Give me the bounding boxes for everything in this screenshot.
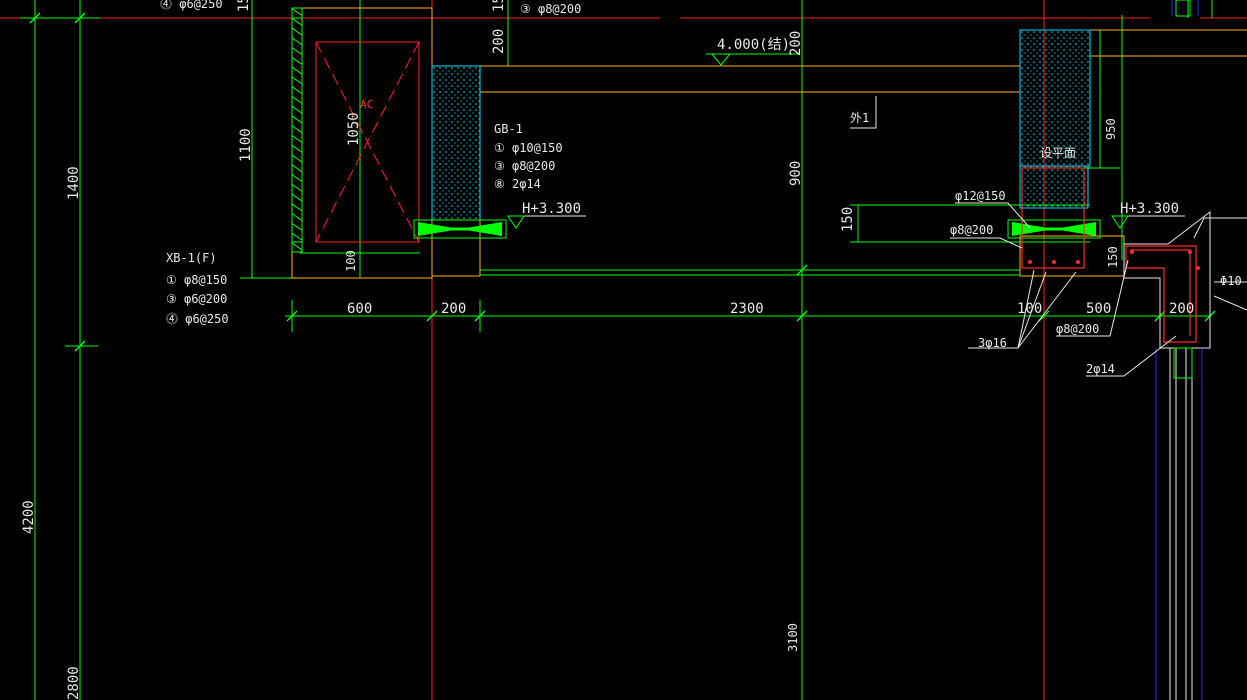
elevation-right: H+3.300 bbox=[1120, 201, 1179, 217]
top-mid-rebar: ③ φ8@200 bbox=[520, 2, 581, 16]
dim-15-a: 15 bbox=[236, 0, 252, 12]
window-mullion-right bbox=[1173, 0, 1193, 379]
xb-rebar-3a: ⓸ φ6@250 bbox=[166, 312, 229, 326]
dim-200-mid: 200 bbox=[788, 31, 804, 56]
dim-2800: 2800 bbox=[66, 666, 82, 700]
window-label: AC bbox=[360, 98, 373, 111]
top-left-rebar: ⓸ φ6@250 bbox=[160, 0, 223, 11]
dim-4200: 4200 bbox=[21, 500, 37, 534]
elevation-left: H+3.300 bbox=[522, 201, 581, 217]
window-frame bbox=[315, 41, 420, 243]
dim-600: 600 bbox=[347, 301, 372, 317]
dim-900: 900 bbox=[788, 161, 804, 186]
xb-rebar-1: ① φ8@150 bbox=[166, 273, 227, 287]
elevation-markers bbox=[507, 53, 1129, 229]
rebar-8-200-bottom: φ8@200 bbox=[1056, 322, 1099, 336]
insulation-blocks bbox=[431, 29, 1091, 221]
gb-rebar-1: ① φ10@150 bbox=[494, 141, 563, 155]
dim-150-v: 150 bbox=[840, 207, 856, 232]
bars-3-phi16: 3φ16 bbox=[978, 336, 1007, 350]
dim-200-bot: 200 bbox=[441, 301, 466, 317]
gb-title: GB-1 bbox=[494, 122, 523, 136]
dim-100-r: 100 bbox=[1017, 301, 1042, 317]
dim-100: 100 bbox=[344, 250, 358, 272]
rebar-dots bbox=[1028, 250, 1200, 270]
dim-3100: 3100 bbox=[786, 623, 800, 652]
rebar-8-200-left: φ8@200 bbox=[950, 223, 993, 237]
edge-phi10: Φ10 bbox=[1220, 274, 1242, 288]
xb-title: XB-1(F) bbox=[166, 251, 217, 265]
gb-rebar-8: ⑧ 2φ14 bbox=[494, 177, 541, 191]
rebar-12-150: φ12@150 bbox=[955, 189, 1006, 203]
gb-rebar-3: ③ φ8@200 bbox=[494, 159, 555, 173]
hatched-wall bbox=[291, 7, 303, 253]
leader-lines bbox=[520, 96, 1247, 377]
dim-500: 500 bbox=[1086, 301, 1111, 317]
dim-1100: 1100 bbox=[238, 128, 254, 162]
bars-2-phi14: 2φ14 bbox=[1086, 362, 1115, 376]
roof-elevation: 4.000(结) bbox=[717, 37, 790, 53]
window-height-dim: 1050 bbox=[346, 112, 362, 146]
outer-label: 外1 bbox=[850, 111, 869, 125]
dim-950: 950 bbox=[1104, 118, 1118, 140]
dim-200-top: 200 bbox=[491, 29, 507, 54]
dim-150-r: 150 bbox=[1106, 246, 1120, 268]
bearing-markers bbox=[413, 219, 1101, 239]
xb-rebar-3: ③ φ6@200 bbox=[166, 292, 227, 306]
dim-15-b: 15 bbox=[491, 0, 507, 12]
dim-1400: 1400 bbox=[66, 166, 82, 200]
right-parapet-outline bbox=[1123, 210, 1211, 700]
blue-lines bbox=[1155, 0, 1203, 700]
dim-200-r: 200 bbox=[1169, 301, 1194, 317]
dim-2300: 2300 bbox=[730, 301, 764, 317]
level-note: 设平面 bbox=[1040, 146, 1076, 160]
